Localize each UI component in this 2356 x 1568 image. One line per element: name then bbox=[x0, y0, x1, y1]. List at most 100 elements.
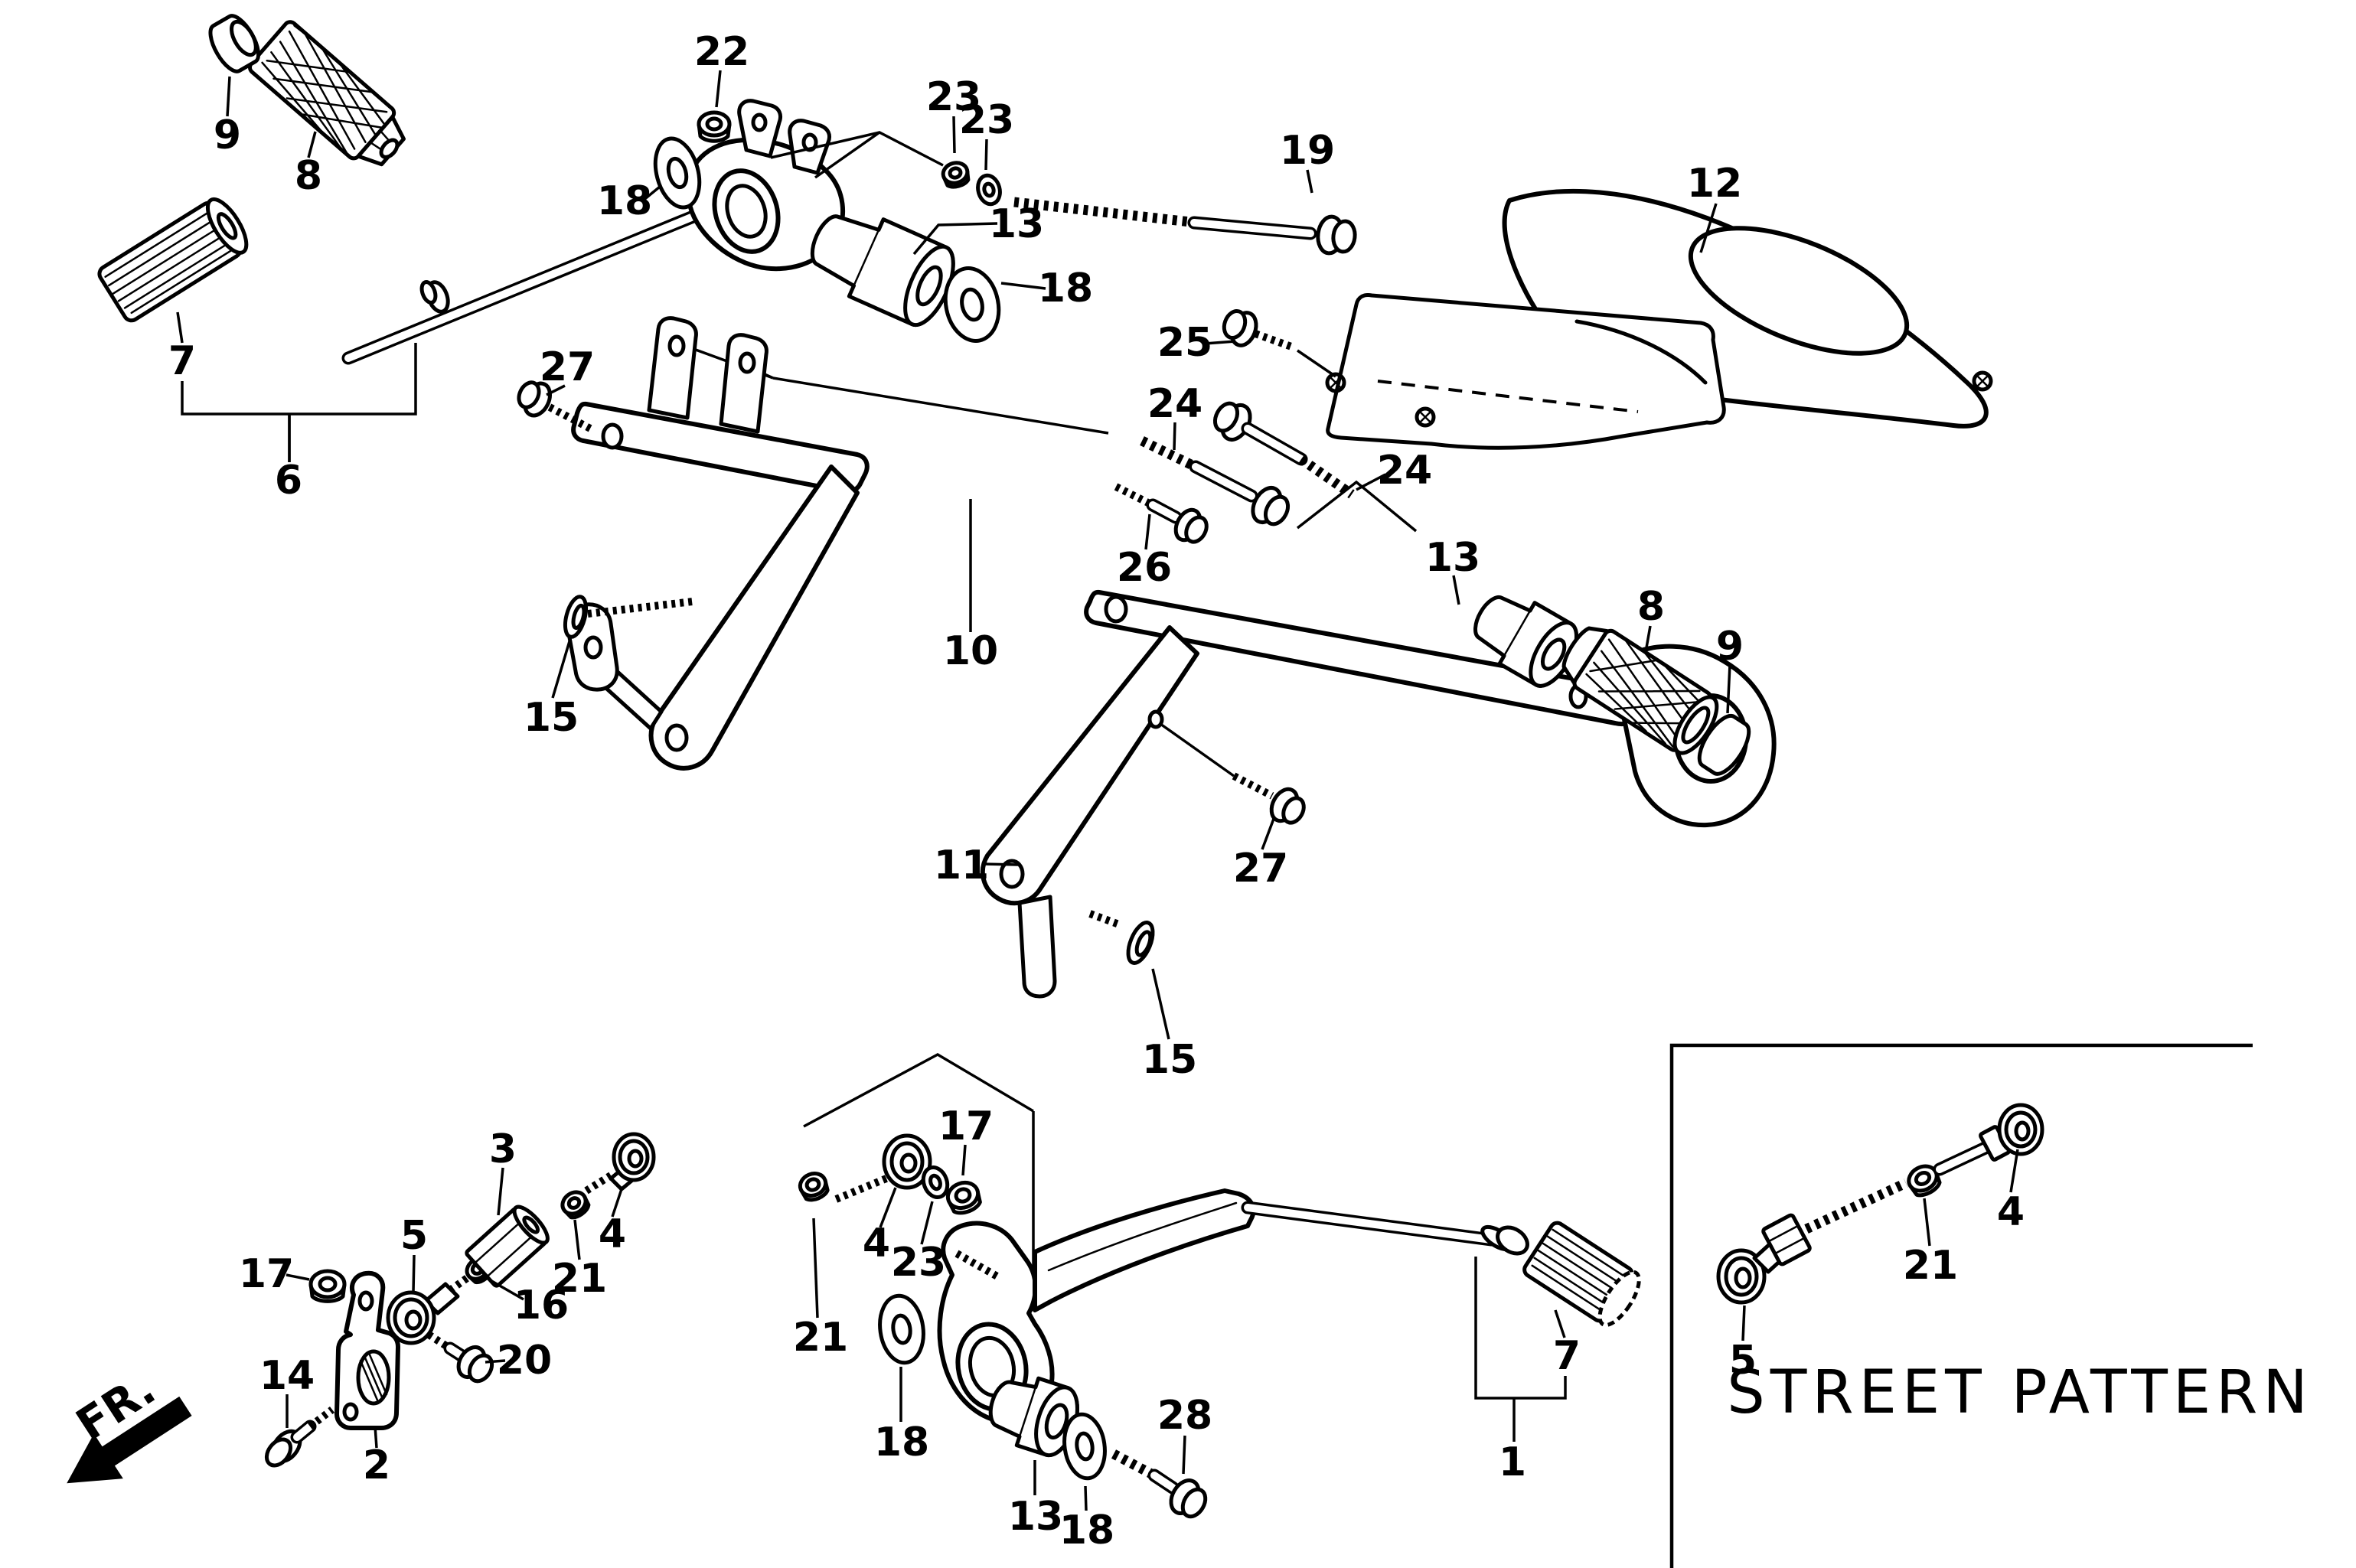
pedal-peg-rubber-7 bbox=[1522, 1221, 1641, 1328]
callout-5-44: 5 bbox=[1729, 1338, 1757, 1384]
callout-4-26: 4 bbox=[863, 1221, 890, 1266]
gearshift-pedal-group bbox=[97, 99, 1357, 462]
leader-part-7-2 bbox=[176, 311, 184, 344]
callout-4-46: 4 bbox=[1997, 1189, 2025, 1235]
callout-4-43: 4 bbox=[599, 1211, 626, 1257]
callout-21-45: 21 bbox=[1903, 1243, 1958, 1289]
bolt-28 bbox=[1111, 1449, 1208, 1519]
bracket-10-hole bbox=[601, 422, 624, 450]
inset-border bbox=[1669, 1043, 2253, 1568]
callout-19-10: 19 bbox=[1280, 128, 1335, 174]
shift-toe-pin bbox=[419, 280, 450, 314]
brake-pedal-group bbox=[798, 1052, 1641, 1519]
heel-guard-screw-hole bbox=[1972, 370, 1993, 392]
nut-17-left bbox=[308, 1269, 347, 1303]
leader-part-26-15 bbox=[1144, 513, 1151, 550]
callout-20-41: 20 bbox=[497, 1338, 552, 1384]
callout-25-12: 25 bbox=[1157, 320, 1212, 366]
leader-part-12-11 bbox=[1699, 203, 1718, 253]
nut-17-pedal bbox=[945, 1180, 982, 1215]
heel-guard-group bbox=[1325, 188, 1993, 450]
shift-peg-rubber-7 bbox=[97, 197, 249, 323]
bolt-19 bbox=[1013, 197, 1357, 256]
callout-6-3: 6 bbox=[275, 458, 302, 504]
leader-part-23-9 bbox=[984, 139, 988, 171]
leader-part-8-23 bbox=[1644, 625, 1652, 653]
bolt-27-right bbox=[1232, 772, 1306, 825]
callout-21-28: 21 bbox=[793, 1315, 848, 1361]
bracket-10-ear-1 bbox=[647, 316, 698, 420]
nut-22 bbox=[697, 110, 732, 143]
leader-part-2-37 bbox=[374, 1426, 378, 1449]
bolt-20 bbox=[426, 1331, 494, 1384]
leader-part-18-31 bbox=[1084, 1485, 1088, 1511]
callout-23-9: 23 bbox=[959, 97, 1014, 143]
leader-part-27-16 bbox=[546, 384, 566, 396]
leader-ears-to-23 bbox=[770, 131, 944, 179]
rod-end-4-pedal bbox=[833, 1133, 932, 1204]
callout-18-4: 18 bbox=[597, 178, 652, 224]
rod-end-4-left bbox=[584, 1132, 656, 1195]
bolt-24-lower bbox=[1140, 436, 1291, 526]
leader-to-bolt-27-right bbox=[1159, 722, 1235, 777]
footpeg-8-a bbox=[247, 20, 406, 167]
leader-part-15-17 bbox=[551, 641, 571, 699]
shift-head-ear-2 bbox=[788, 119, 832, 175]
leader-part-25-12 bbox=[1204, 340, 1236, 345]
street-pattern-inset: STREET PATTERN bbox=[1669, 1043, 2312, 1568]
mount-foot-dashed-axis bbox=[1377, 380, 1639, 413]
callout-23-27: 23 bbox=[891, 1240, 946, 1286]
collar-3 bbox=[465, 1205, 550, 1288]
callout-27-20: 27 bbox=[1233, 846, 1288, 892]
bracket-11-leg bbox=[980, 625, 1199, 906]
shift-pivot-bore-inner bbox=[725, 184, 768, 239]
mount-hole-1 bbox=[1325, 372, 1346, 393]
callout-16-39: 16 bbox=[514, 1283, 569, 1328]
callout-10-18: 10 bbox=[943, 628, 998, 674]
mount-foot-opening bbox=[1574, 319, 1708, 385]
leader-part-5-44 bbox=[1741, 1305, 1746, 1341]
callout-11-19: 11 bbox=[934, 843, 989, 888]
leader-part-13-22 bbox=[1452, 575, 1460, 605]
leader-part-8-1 bbox=[307, 131, 317, 158]
callout-8-23: 8 bbox=[1637, 584, 1665, 630]
washer-23 bbox=[976, 173, 1002, 207]
leader-part-17-25 bbox=[961, 1144, 967, 1176]
leader-part-4-26 bbox=[879, 1187, 897, 1228]
washer-18-a bbox=[653, 136, 702, 210]
leader-part-17-35 bbox=[286, 1273, 310, 1281]
leader-24-zigzag bbox=[1296, 480, 1418, 533]
bracket-1-lines bbox=[1474, 1257, 1567, 1442]
footpeg-8-b bbox=[1561, 626, 1719, 755]
leader-part-4-46 bbox=[2009, 1149, 2019, 1193]
callout-8-1: 8 bbox=[295, 153, 322, 199]
callout-28-32: 28 bbox=[1157, 1393, 1212, 1439]
leader-part-20-41 bbox=[485, 1359, 506, 1364]
screw-15-lower bbox=[1088, 910, 1155, 965]
leader-part-21-42 bbox=[573, 1219, 581, 1260]
callout-24-13: 24 bbox=[1147, 381, 1202, 427]
inset-title: STREET PATTERN bbox=[1727, 1358, 2312, 1427]
callout-24-14: 24 bbox=[1377, 448, 1432, 494]
callout-13-6: 13 bbox=[989, 201, 1044, 247]
leader-part-3-40 bbox=[497, 1167, 504, 1216]
leader-part-21-45 bbox=[1923, 1198, 1931, 1247]
leader-part-18-4 bbox=[641, 185, 661, 202]
bracket-6-lines bbox=[181, 343, 417, 462]
leader-part-23-27 bbox=[920, 1201, 934, 1245]
callout-22-5: 22 bbox=[694, 29, 749, 75]
bolt-14 bbox=[264, 1407, 335, 1468]
shift-linkage-group bbox=[264, 1132, 656, 1468]
leader-part-16-39 bbox=[483, 1275, 524, 1301]
nut-21-pedal bbox=[798, 1172, 830, 1202]
bushing-13-a bbox=[810, 214, 955, 328]
callout-18-31: 18 bbox=[1059, 1508, 1114, 1553]
shift-arm-core bbox=[344, 207, 712, 362]
leader-part-15-21 bbox=[1151, 968, 1170, 1040]
ear-hole-2 bbox=[801, 132, 818, 152]
leader-part-9-0 bbox=[226, 76, 231, 117]
callout-26-15: 26 bbox=[1117, 545, 1172, 591]
callout-18-29: 18 bbox=[874, 1420, 929, 1465]
